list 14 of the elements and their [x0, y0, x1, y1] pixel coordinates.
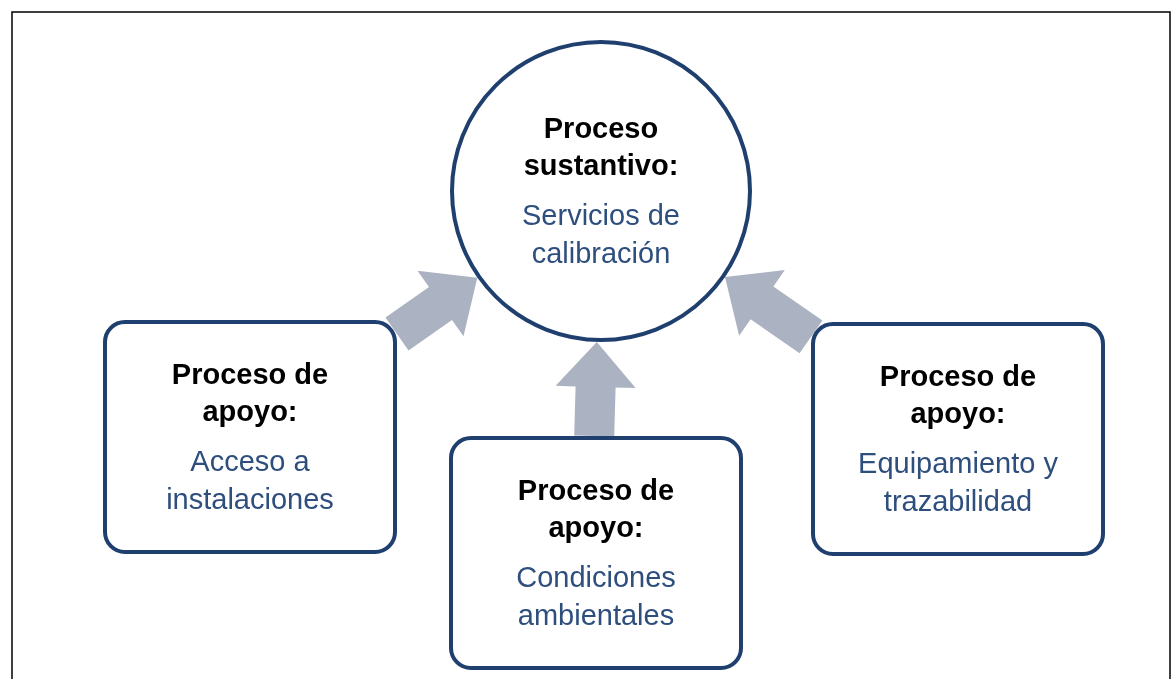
node-heading: Proceso de apoyo: [516, 472, 676, 546]
process-box [449, 436, 743, 670]
node-text: Condiciones ambientales [515, 560, 677, 633]
node-text: Acceso a instalaciones [165, 444, 335, 517]
node-heading: Proceso sustantivo: [522, 110, 680, 184]
block-arrow [385, 270, 478, 351]
node-text: Equipamiento y trazabilidad [857, 446, 1059, 519]
process-box [811, 322, 1105, 556]
node-text: Servicios de calibración [521, 198, 681, 271]
node-heading: Proceso de apoyo: [878, 358, 1038, 432]
node-heading: Proceso de apoyo: [170, 356, 330, 430]
process-box [103, 320, 397, 554]
block-arrow [555, 341, 636, 437]
block-arrow [725, 270, 823, 354]
